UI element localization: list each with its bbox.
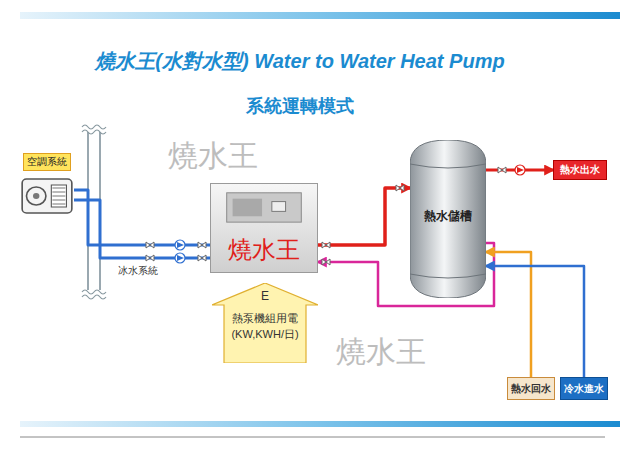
watermark: 燒水王: [336, 332, 426, 373]
ac-unit-icon: [52, 204, 65, 205]
ac-unit-icon: [52, 188, 65, 189]
decor-bar: [20, 12, 620, 19]
decor-bar: [20, 437, 605, 438]
node-text: 熱泵機組用電: [232, 310, 298, 326]
ac-unit-icon: [52, 196, 65, 197]
inlet-box: 熱水回水: [507, 377, 555, 400]
decor-bar: [20, 12, 620, 437]
valve-symbol: [498, 167, 506, 173]
callout-arrow: [212, 283, 318, 363]
node-text: 熱水儲槽: [424, 208, 472, 224]
pump-symbol: [175, 240, 185, 250]
node-text: 空調系統: [23, 153, 71, 171]
valve-symbol: [146, 242, 154, 248]
valve-symbol: [396, 185, 404, 191]
inlet-box: 冷水進水: [560, 377, 608, 400]
tank-shape: [410, 274, 486, 278]
ac-unit-icon: [26, 187, 45, 205]
pump-symbol: [517, 167, 524, 173]
pump-symbol: [177, 255, 184, 261]
decor-bar: [20, 421, 620, 427]
storage-tank: 熱水儲槽: [410, 140, 486, 298]
pipe-connector: [486, 252, 531, 377]
valve-symbol: [322, 242, 330, 248]
unit-panel: [272, 202, 286, 212]
chilled-water-riser: [82, 125, 106, 299]
pump-symbol: [175, 253, 185, 263]
pipe-connector: [74, 200, 210, 258]
node-text: E: [261, 288, 269, 304]
node-text: 冷水進水: [564, 382, 604, 396]
tank-shape: [410, 164, 486, 168]
diagram-title: 燒水王(水對水型) Water to Water Heat Pump: [40, 48, 560, 75]
node-text: 熱水回水: [511, 382, 551, 396]
system-box: 空調系統: [20, 153, 74, 219]
unit-panel: [227, 193, 302, 222]
pump-symbol: [177, 242, 184, 248]
ac-unit-icon: [20, 177, 74, 217]
outlet-box: 熱水出水: [553, 160, 607, 180]
chilled-water-riser: [82, 130, 106, 134]
watermark: 燒水王: [168, 136, 258, 177]
valve-symbol: [322, 259, 330, 265]
valve-symbol: [198, 255, 206, 261]
pipe-label: 冰水系統: [116, 264, 160, 278]
power-callout: E 熱泵機組用電(KW,KWH/日): [212, 283, 318, 363]
chilled-water-riser: [82, 290, 106, 294]
pump-symbol: [515, 165, 525, 175]
unit-panel: [233, 199, 262, 217]
pipe-connector: [486, 266, 584, 377]
tank-shape: [410, 140, 486, 298]
chilled-water-riser: [82, 295, 106, 299]
pipe-connector: [74, 190, 210, 245]
node-text: (KW,KWH/日): [231, 326, 298, 342]
valve-symbol: [198, 242, 206, 248]
pipe-connector: [318, 188, 410, 245]
node-text: 熱水出水: [560, 163, 600, 177]
ac-unit-icon: [52, 200, 65, 201]
subtitle: 系統運轉模式: [150, 94, 450, 118]
heat-pump-unit: 燒水王: [210, 183, 318, 273]
ac-unit-icon: [22, 179, 72, 213]
chilled-water-riser: [82, 125, 106, 129]
valve-symbol: [146, 255, 154, 261]
ac-unit-icon: [52, 192, 65, 193]
ac-unit-icon: [33, 193, 39, 199]
node-text: 燒水王: [228, 236, 300, 264]
ac-unit-icon: [51, 185, 66, 207]
